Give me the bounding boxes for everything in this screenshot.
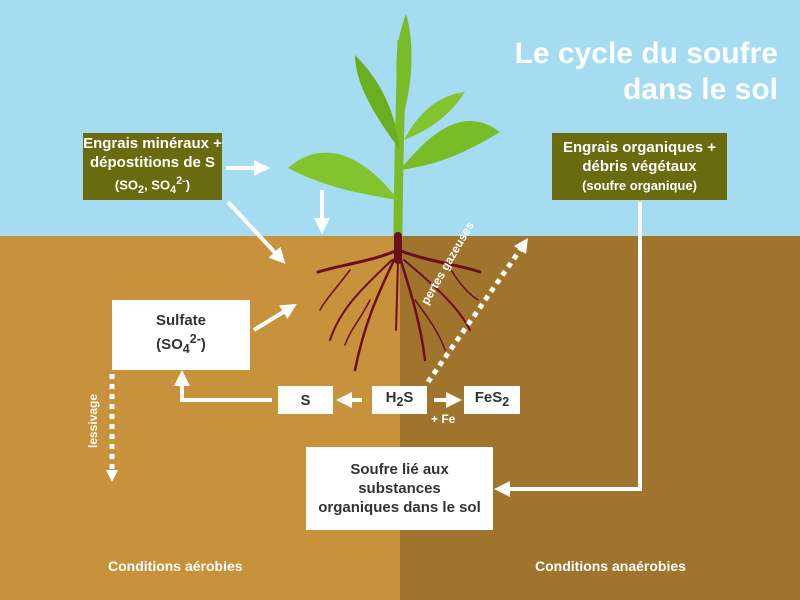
flow-arrows (174, 160, 642, 497)
organic-line-2: débris végétaux (582, 158, 697, 175)
leaching-label: lessivage (86, 393, 100, 448)
soil-aerobic (0, 236, 400, 600)
sulfur-box: S (278, 386, 333, 414)
bound-line-1: Soufre lié aux (350, 461, 449, 478)
gas-arrowhead (514, 238, 528, 254)
plant-icon (288, 14, 500, 241)
soil-anaerobic (400, 236, 800, 600)
dotted-arrows (109, 248, 523, 470)
sulfate-formula: (SO42-) (156, 332, 206, 356)
fes2-box: FeS2 (464, 386, 520, 414)
aerobic-label: Conditions aérobies (108, 558, 243, 574)
organic-fertilizer-box: Engrais organiques + débris végétaux (so… (552, 133, 727, 200)
organic-line-3: (soufre organique) (582, 178, 697, 193)
mineral-fertilizer-box: Engrais minéraux + dépostitions de S (SO… (83, 133, 222, 200)
mineral-line-2: dépostitions de S (89, 153, 215, 171)
bound-line-3: organiques dans le sol (318, 499, 481, 516)
title-line-1: Le cycle du soufre (514, 37, 778, 70)
roots-icon (316, 232, 482, 372)
title-line-2: dans le sol (622, 73, 778, 106)
sulfate-label: Sulfate (155, 312, 206, 329)
leaching-arrowhead (106, 470, 118, 482)
h2s-box: H2S (372, 386, 427, 414)
diagram-title: Le cycle du soufre dans le sol (515, 36, 778, 108)
mineral-formula: (SO2, SO42-) (114, 174, 191, 196)
anaerobic-label: Conditions anaérobies (535, 558, 686, 574)
plus-fe-label: + Fe (431, 412, 456, 426)
organic-line-1: Engrais organiques + (563, 139, 716, 156)
sulfate-box: Sulfate (SO42-) (112, 300, 250, 370)
mineral-line-1: Engrais minéraux + (83, 134, 222, 152)
bound-line-2: substances (358, 480, 441, 497)
bound-sulfur-box: Soufre lié aux substances organiques dan… (306, 447, 493, 530)
